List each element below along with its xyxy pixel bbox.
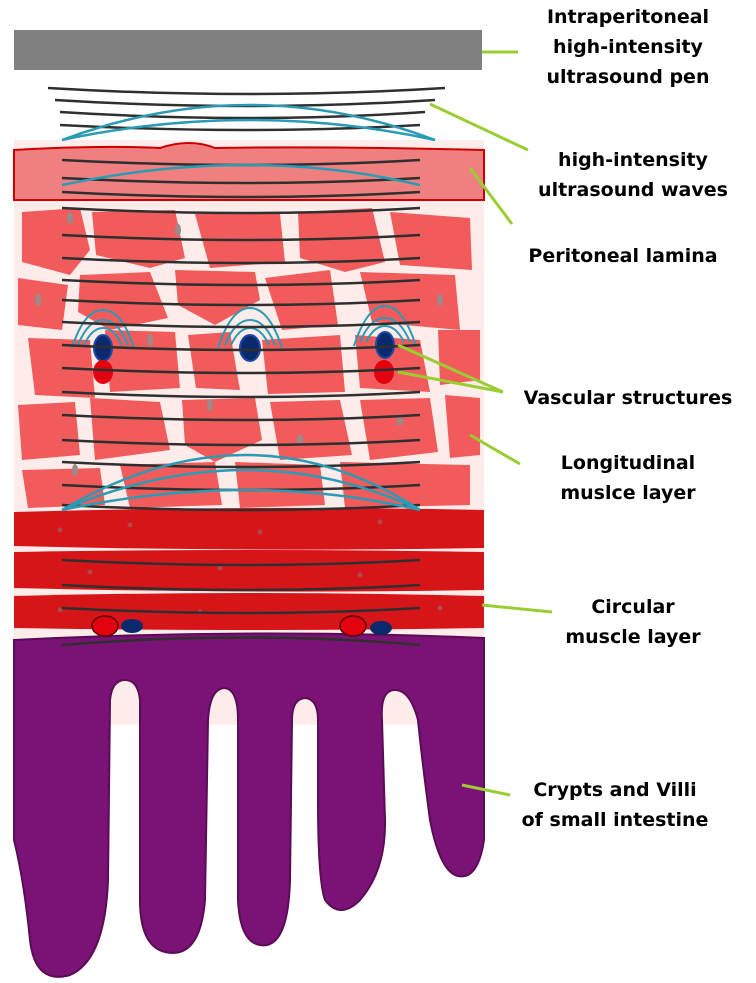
nucleus: [35, 294, 41, 306]
vein-icon: [370, 621, 392, 635]
label-lamina-line-1: Peritoneal lamina: [518, 241, 728, 271]
label-vascular-line-1: Vascular structures: [508, 383, 748, 413]
artery-icon: [374, 360, 394, 384]
nucleus: [147, 334, 153, 346]
nucleus: [67, 212, 73, 224]
muscle-cell: [22, 468, 105, 508]
muscle-dot: [358, 573, 363, 578]
artery-icon: [340, 616, 366, 636]
muscle-dot: [258, 530, 263, 535]
muscle-cell: [90, 398, 170, 460]
nucleus: [207, 399, 213, 411]
muscle-dot: [58, 528, 63, 533]
muscle-dot: [58, 608, 63, 613]
label-longitudinal-line-2: muslce layer: [528, 478, 728, 508]
artery-icon: [92, 616, 118, 636]
focus-arc: [62, 105, 435, 140]
label-longitudinal-muscle: Longitudinal muslce layer: [528, 448, 728, 508]
label-peritoneal-lamina: Peritoneal lamina: [518, 241, 728, 271]
muscle-dot: [378, 520, 383, 525]
label-longitudinal-line-1: Longitudinal: [528, 448, 728, 478]
muscle-dot: [88, 570, 93, 575]
muscle-dot: [218, 566, 223, 571]
muscle-cell: [445, 395, 480, 458]
label-waves-line-1: high-intensity: [528, 145, 738, 175]
label-pen-line-1: Intraperitoneal: [528, 2, 728, 32]
muscle-dot: [128, 523, 133, 528]
ultrasound-pen: [14, 30, 482, 70]
muscle-cell: [360, 398, 438, 460]
label-pen-line-3: ultrasound pen: [528, 62, 728, 92]
crypts-and-villi: [14, 633, 484, 976]
label-ultrasound-waves: high-intensity ultrasound waves: [528, 145, 738, 205]
label-circular-line-1: Circular: [548, 592, 718, 622]
nucleus: [175, 224, 181, 236]
muscle-cell: [438, 330, 480, 385]
label-circular-muscle: Circular muscle layer: [548, 592, 718, 652]
label-vascular-structures: Vascular structures: [508, 383, 748, 413]
leader-line-circular: [482, 605, 552, 612]
circular-muscle-band: [14, 508, 484, 550]
wave-line: [48, 88, 445, 94]
label-waves-line-2: ultrasound waves: [528, 175, 738, 205]
nucleus: [72, 464, 78, 476]
circular-muscle-band: [14, 593, 484, 630]
circular-muscle-layer: [14, 508, 484, 630]
muscle-cell: [105, 330, 180, 392]
muscle-cell: [270, 400, 352, 460]
muscle-cell: [390, 212, 472, 270]
label-pen-line-2: high-intensity: [528, 32, 728, 62]
nucleus: [437, 294, 443, 306]
label-villi-line-1: Crypts and Villi: [505, 775, 725, 805]
muscle-dot: [438, 606, 443, 611]
label-villi-line-2: of small intestine: [505, 805, 725, 835]
label-ultrasound-pen: Intraperitoneal high-intensity ultrasoun…: [528, 2, 728, 92]
vein-icon: [376, 332, 394, 358]
vein-icon: [121, 619, 143, 633]
vein-icon: [240, 335, 260, 361]
label-circular-line-2: muscle layer: [548, 622, 718, 652]
label-crypts-villi: Crypts and Villi of small intestine: [505, 775, 725, 835]
muscle-cell: [18, 402, 80, 460]
artery-icon: [93, 360, 113, 384]
wave-line: [60, 112, 425, 118]
muscle-cell: [18, 278, 68, 330]
